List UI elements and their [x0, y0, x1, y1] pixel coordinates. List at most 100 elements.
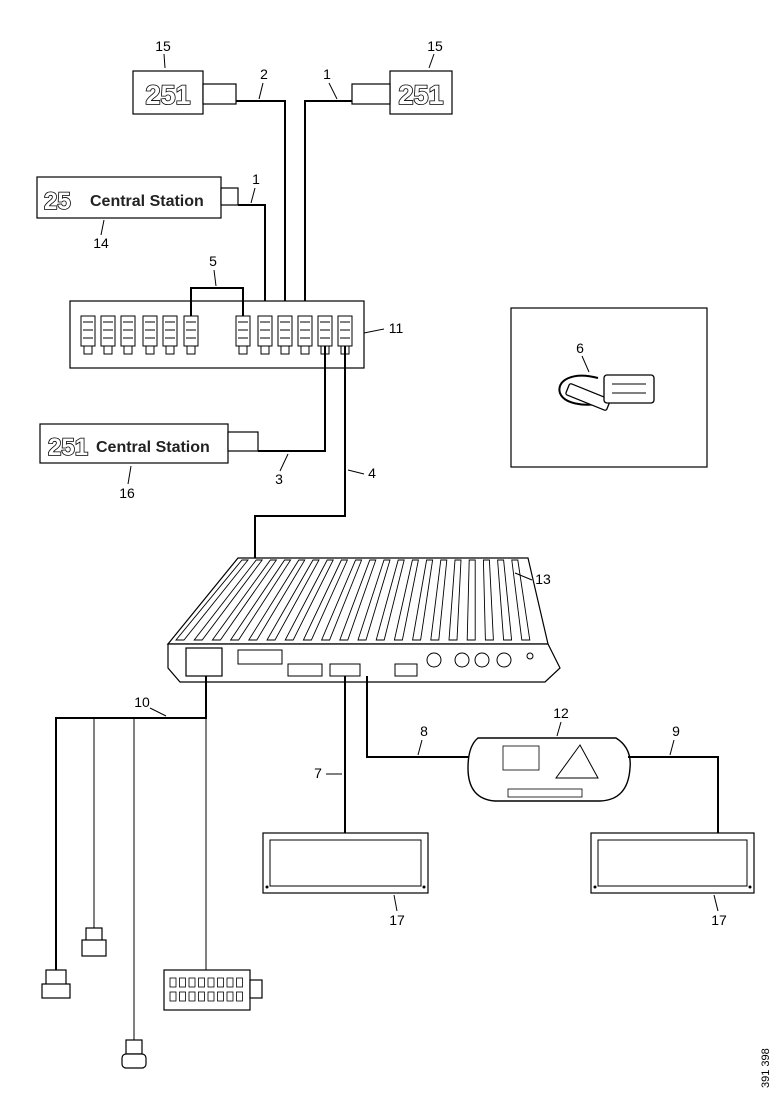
connector-10-c	[121, 1039, 147, 1069]
block-pin	[226, 991, 234, 1002]
block-pin	[179, 991, 186, 1002]
central-station-16-name: Central Station	[96, 439, 210, 456]
leader-17-left	[393, 894, 398, 912]
cable-10-main	[55, 676, 207, 982]
block-pin	[179, 977, 186, 988]
central-station-14-name: Central Station	[90, 193, 204, 210]
leader-6	[581, 355, 590, 373]
block-pin	[217, 991, 224, 1002]
serial-plug	[603, 374, 655, 404]
heatsink-fin	[466, 559, 476, 641]
display-15-left: 251	[132, 70, 237, 115]
splitter-logo-triangle	[555, 744, 599, 779]
leader-17-right	[713, 894, 719, 912]
heatsink-fin	[193, 559, 264, 641]
block-pin	[236, 977, 243, 988]
heatsink-fin	[511, 559, 531, 641]
block-pin	[207, 977, 215, 988]
port-c	[394, 663, 418, 677]
callout-1-mid: 1	[252, 171, 260, 187]
port-harness	[185, 647, 223, 677]
callout-11: 11	[389, 320, 404, 336]
callout-7: 7	[314, 765, 322, 781]
port-a	[287, 663, 323, 677]
connector-10-a	[41, 969, 71, 999]
heatsink-fins	[175, 559, 531, 641]
monitor-17-right	[590, 832, 755, 894]
block-pin	[169, 991, 177, 1002]
display-15-right: 251	[351, 70, 453, 115]
heatsink-fin	[393, 559, 419, 641]
connector-plug	[277, 315, 293, 355]
leader-9	[669, 739, 675, 756]
connector-10-d-pins	[169, 977, 243, 1002]
callout-9: 9	[672, 723, 680, 739]
callout-14: 14	[93, 235, 109, 251]
heatsink-fin	[375, 559, 405, 641]
central-station-14: 25 Central Station	[36, 176, 239, 219]
heatsink-fin	[448, 559, 462, 641]
heatsink-fin	[302, 559, 349, 641]
leader-5	[213, 269, 217, 287]
heatsink-fin	[266, 559, 320, 641]
block-pin	[198, 977, 205, 988]
leader-2	[258, 82, 264, 100]
leader-10	[149, 707, 167, 717]
heatsink-fin	[229, 559, 292, 641]
callout-16: 16	[119, 485, 135, 501]
callout-17-left: 17	[389, 912, 405, 928]
connector-plug	[100, 315, 116, 355]
block-pin	[188, 977, 196, 988]
callout-15-left: 15	[155, 38, 171, 54]
callout-8: 8	[420, 723, 428, 739]
central-station-16: 251 Central Station	[39, 423, 259, 464]
block-pin	[198, 991, 205, 1002]
heatsink-fin	[247, 559, 306, 641]
cable-1-mid	[238, 204, 266, 316]
heatsink-fin	[211, 559, 278, 641]
cable-8	[366, 676, 470, 758]
block-pin	[236, 991, 243, 1002]
connector-plug	[80, 315, 96, 355]
leader-8	[417, 739, 423, 756]
port-round-3	[474, 652, 490, 668]
callout-5: 5	[209, 253, 217, 269]
block-pin	[226, 977, 234, 988]
leader-15-right	[428, 53, 435, 69]
connector-plug	[183, 315, 199, 355]
display-15-left-text: 251	[145, 80, 190, 110]
splitter-12	[467, 737, 631, 802]
cable-1-top	[304, 100, 352, 316]
leader-11	[363, 328, 385, 334]
connector-plug	[257, 315, 273, 355]
callout-17-right: 17	[711, 912, 727, 928]
leader-16	[127, 465, 132, 485]
callout-10: 10	[134, 694, 150, 710]
heatsink-fin	[430, 559, 448, 641]
callout-4: 4	[368, 465, 376, 481]
heatsink-fin	[497, 559, 513, 641]
monitor-17-left	[262, 832, 429, 894]
leader-12	[556, 721, 562, 737]
callout-1-top: 1	[323, 66, 331, 82]
document-id: 391 398	[760, 1048, 772, 1088]
port-round-1	[426, 652, 442, 668]
inset-cable-6	[510, 307, 708, 468]
connector-plug	[235, 315, 251, 355]
callout-13: 13	[535, 571, 551, 587]
leader-3	[279, 453, 289, 472]
callout-6: 6	[576, 340, 584, 356]
leader-14	[100, 219, 105, 236]
connector-plugs	[80, 315, 353, 355]
port-serial	[237, 649, 283, 665]
callout-3: 3	[275, 471, 283, 487]
main-unit-13	[166, 557, 561, 683]
port-round-4	[496, 652, 512, 668]
port-round-2	[454, 652, 470, 668]
connector-10-d	[163, 969, 263, 1011]
splitter-logo-block	[502, 745, 540, 771]
callout-12: 12	[553, 705, 569, 721]
heatsink-fin	[320, 559, 363, 641]
callout-15-right: 15	[427, 38, 443, 54]
